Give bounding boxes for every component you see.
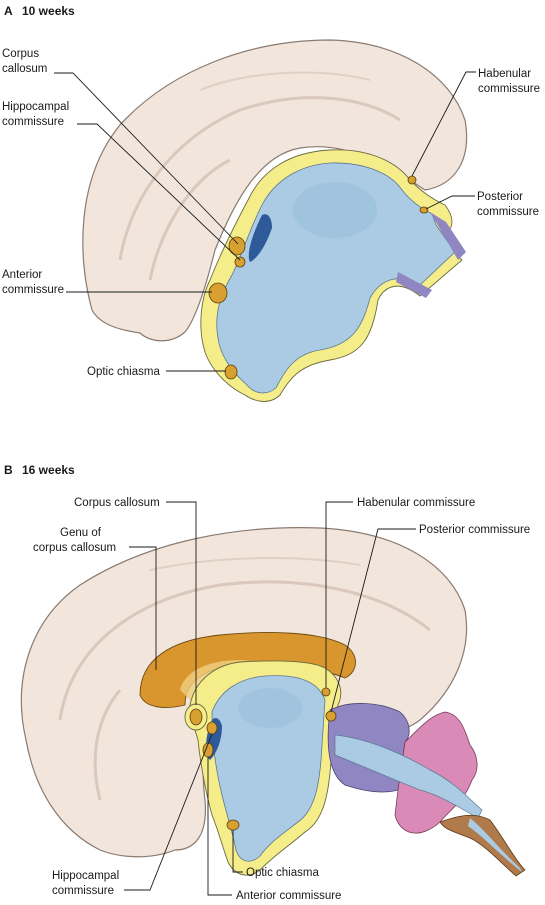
leader-a-hippocampal-commissure — [77, 123, 241, 261]
leader-b-anterior-commissure — [207, 757, 232, 896]
corpus-callosum-b-mark — [189, 708, 203, 726]
hippocampal-commissure-a-mark — [234, 256, 246, 268]
leader-a-posterior-commissure — [425, 195, 475, 210]
panel-b-title: 16 weeks — [22, 463, 75, 477]
ventricle-b — [211, 675, 326, 862]
anterior-commissure-a-mark — [208, 282, 228, 304]
label-a-anterior-commissure: Anterior commissure — [2, 269, 64, 296]
leader-a-habenular-commissure — [411, 71, 476, 177]
leader-b-optic-chiasma — [232, 830, 243, 873]
label-a-optic-chiasma: Optic chiasma — [87, 366, 160, 378]
label-b-anterior-commissure: Anterior commissure — [236, 890, 341, 902]
label-b-habenular-commissure: Habenular commissure — [357, 497, 475, 509]
leader-b-genu — [129, 546, 157, 670]
spinal-cord-b — [439, 814, 526, 877]
panel-a: A 10 weeks Corpus callosum Hippocampal — [2, 4, 540, 402]
panel-b-letter: B — [4, 463, 13, 477]
optic-chiasma-a-mark — [224, 364, 238, 380]
label-b-posterior-commissure: Posterior commissure — [419, 524, 530, 536]
leader-b-corpus-callosum — [166, 501, 197, 705]
panel-b: B 16 weeks Corpus callosum — [4, 463, 530, 902]
label-a-corpus-callosum: Corpus callosum — [2, 48, 47, 75]
hippocampal-commissure-b-mark — [206, 721, 218, 735]
corpus-callosum-b — [139, 632, 356, 708]
optic-chiasma-b-mark — [226, 819, 240, 831]
corpus-callosum-a-mark — [228, 236, 246, 256]
ventricle-a — [216, 162, 456, 394]
label-a-hippocampal-commissure: Hippocampal commissure — [2, 101, 72, 128]
leader-a-corpus-callosum — [54, 72, 239, 245]
leader-b-habenular-commissure — [325, 501, 353, 688]
panel-a-title: 10 weeks — [22, 4, 75, 18]
leader-b-hippocampal-commissure — [124, 733, 213, 891]
label-a-habenular-commissure: Habenular commissure — [478, 68, 540, 95]
label-b-hippocampal-commissure: Hippocampal commissure — [52, 870, 122, 897]
hemisphere-a — [82, 39, 468, 342]
posterior-commissure-a-mark — [419, 206, 429, 214]
posterior-commissure-b-mark — [325, 710, 337, 722]
label-b-genu: Genu of corpus callosum — [33, 527, 116, 554]
habenular-commissure-b-mark — [321, 687, 331, 697]
habenular-commissure-a-mark — [407, 175, 417, 185]
midbrain-a — [430, 212, 466, 260]
panel-a-letter: A — [4, 4, 13, 18]
label-b-corpus-callosum: Corpus callosum — [74, 497, 160, 509]
label-b-optic-chiasma: Optic chiasma — [246, 867, 319, 879]
label-a-posterior-commissure: Posterior commissure — [477, 191, 539, 218]
leader-b-posterior-commissure — [330, 528, 416, 713]
